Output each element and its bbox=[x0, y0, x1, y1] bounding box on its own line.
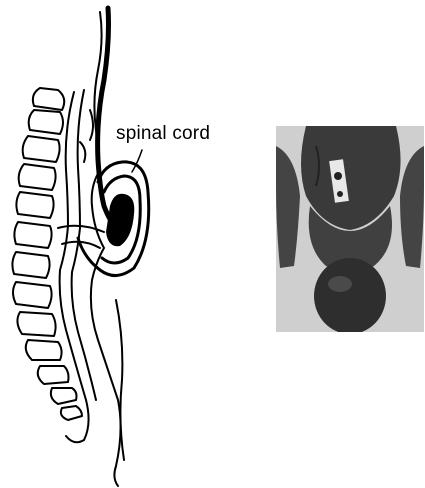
neural-tissue bbox=[106, 194, 134, 246]
infant-photo bbox=[276, 126, 424, 332]
lesion-sac bbox=[314, 258, 386, 332]
spine-cross-section-diagram bbox=[0, 0, 260, 488]
spinal-cord-label: spinal cord bbox=[116, 123, 210, 145]
vertebral-column bbox=[12, 88, 82, 420]
